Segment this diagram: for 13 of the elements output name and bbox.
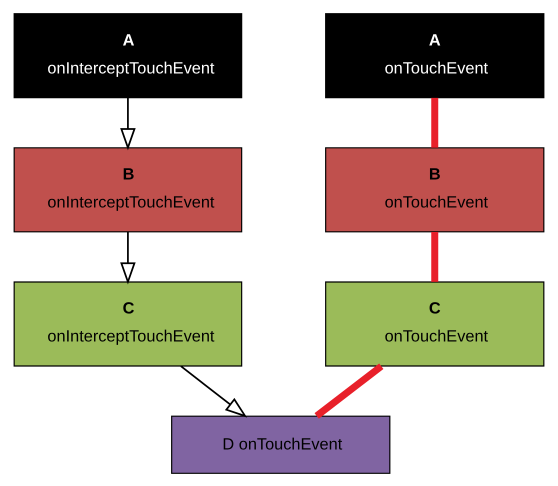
node-box: A onInterceptTouchEvent [14, 12, 242, 98]
node-box: C onInterceptTouchEvent [14, 280, 242, 366]
connector [431, 97, 438, 148]
node-box: B onInterceptTouchEvent [14, 146, 242, 232]
connector [431, 231, 438, 282]
node-box: B onTouchEvent [325, 146, 544, 232]
arrow [180, 365, 248, 418]
arrow [120, 97, 136, 150]
node-box: A onTouchEvent [325, 12, 544, 98]
arrow [120, 231, 136, 284]
connector [314, 362, 384, 418]
node-box: C onTouchEvent [325, 280, 544, 366]
node-box: D onTouchEvent [171, 415, 390, 474]
